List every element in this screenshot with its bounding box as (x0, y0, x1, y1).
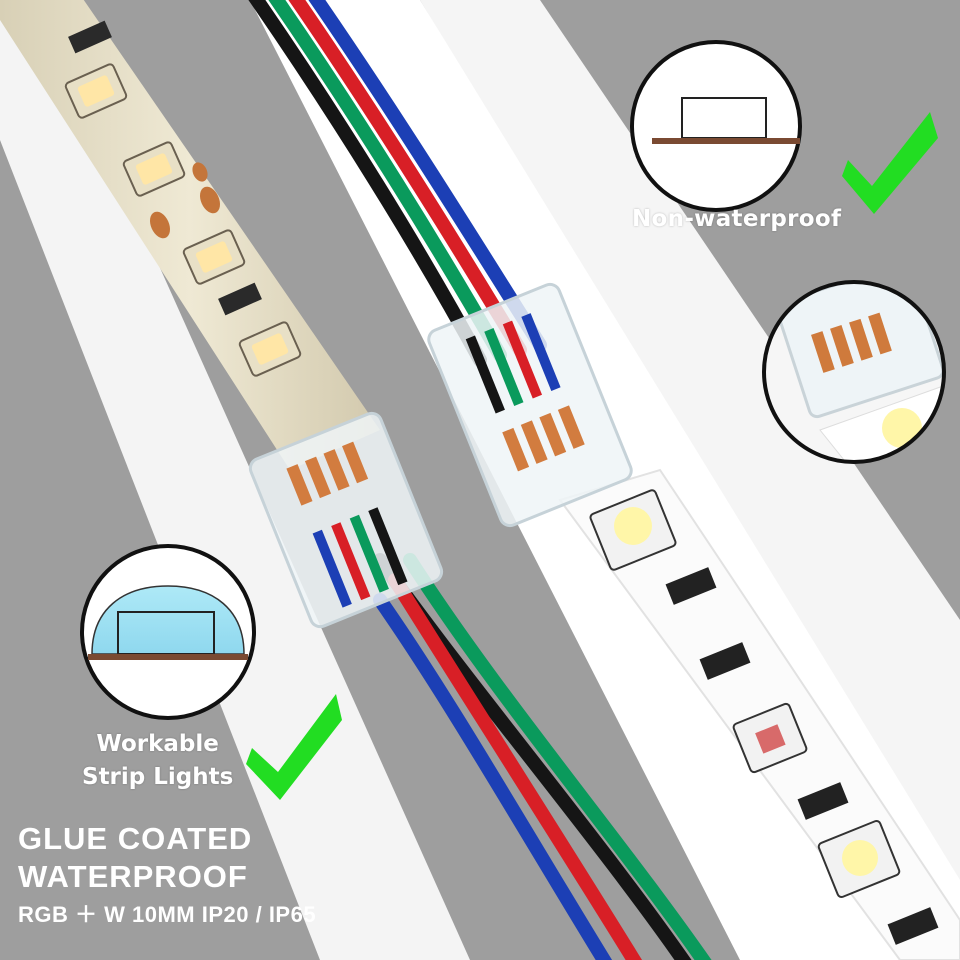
solder-pads (149, 162, 221, 239)
led-chip (732, 702, 808, 774)
led-chip (122, 141, 186, 197)
connector-left (248, 411, 444, 629)
non-waterproof-label: Non-waterproof (632, 206, 842, 232)
connector-right (427, 282, 633, 528)
led-chip (238, 321, 302, 377)
resistor (665, 567, 939, 945)
waterproof-led-strip (0, 0, 380, 470)
headline-line1: GLUE COATED (18, 821, 253, 856)
bare-led-strip (558, 468, 960, 960)
resistor (68, 20, 262, 316)
led-chip (817, 819, 901, 899)
connector-zoom-icon (762, 280, 946, 464)
bare-strip-cross-section-icon (630, 40, 802, 212)
workable-label-line2: Strip Lights (82, 764, 234, 790)
workable-label-line1: Workable (96, 731, 219, 757)
product-headline: GLUE COATED WATERPROOF RGB ＋ W 10MM IP20… (18, 820, 316, 930)
glue-coated-cross-section-icon (80, 544, 256, 720)
headline-line2: WATERPROOF (18, 859, 248, 894)
checkmark-icon (842, 112, 938, 214)
left-band (0, 0, 470, 960)
workable-strip-lights-label: Workable Strip Lights (82, 728, 233, 794)
led-chip (64, 63, 128, 119)
headline-spec: RGB ＋ W 10MM IP20 / IP65 (18, 902, 317, 927)
led-chip (182, 229, 246, 285)
led-chip (589, 489, 677, 571)
checkmark-icon (246, 694, 342, 800)
